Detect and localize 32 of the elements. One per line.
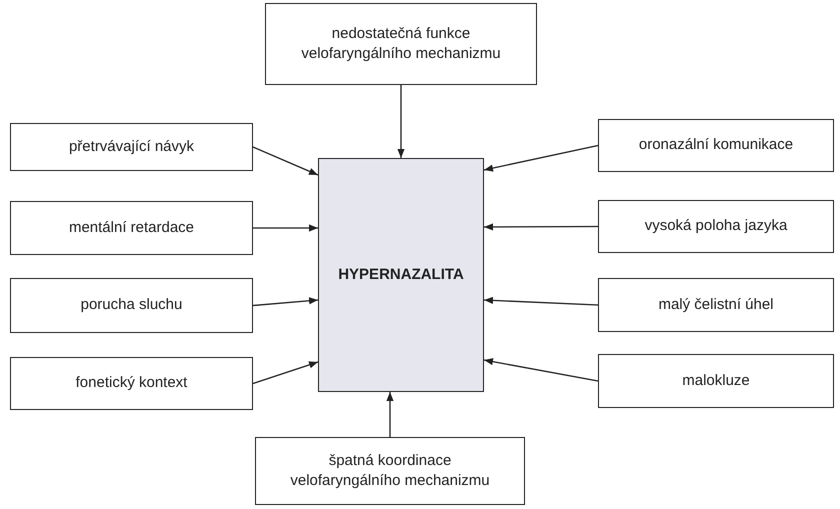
arrow [252, 146, 318, 176]
arrow [484, 358, 598, 382]
factor-box [10, 278, 253, 333]
factor-box [598, 119, 834, 172]
factor-box [598, 200, 834, 253]
factor-box [10, 123, 253, 171]
arrow [252, 297, 318, 306]
box-label: porucha sluchu [80, 295, 184, 316]
box-label: vysoká poloha jazyka [644, 216, 788, 236]
arrow [484, 223, 598, 231]
factor-box [255, 437, 525, 505]
arrow [386, 392, 394, 437]
arrow [252, 361, 318, 384]
arrow [253, 224, 318, 232]
box-label: fonetický kontext [74, 373, 188, 394]
box-label: přetrvávající návyk [68, 136, 196, 157]
factor-box [10, 201, 253, 255]
box-label: nedostatečná funkce velofaryngálního mechanizmu [300, 24, 502, 64]
box-label: HYPERNAZALITA [337, 264, 465, 285]
box-label: malokluze [681, 370, 751, 391]
box-label: malý čelistní úhel [657, 294, 775, 315]
factor-box [598, 278, 834, 332]
box-label: špatná koordinace velofaryngálního mechanizmu [289, 450, 491, 491]
arrow [397, 85, 405, 158]
factor-box [598, 354, 834, 408]
central-box [318, 158, 484, 392]
box-label: mentální retardace [68, 218, 196, 238]
arrow [484, 296, 598, 306]
box-label: oronazální komunikace [638, 135, 794, 156]
arrow [484, 144, 598, 172]
factor-box [265, 3, 537, 85]
factor-box [10, 357, 253, 410]
